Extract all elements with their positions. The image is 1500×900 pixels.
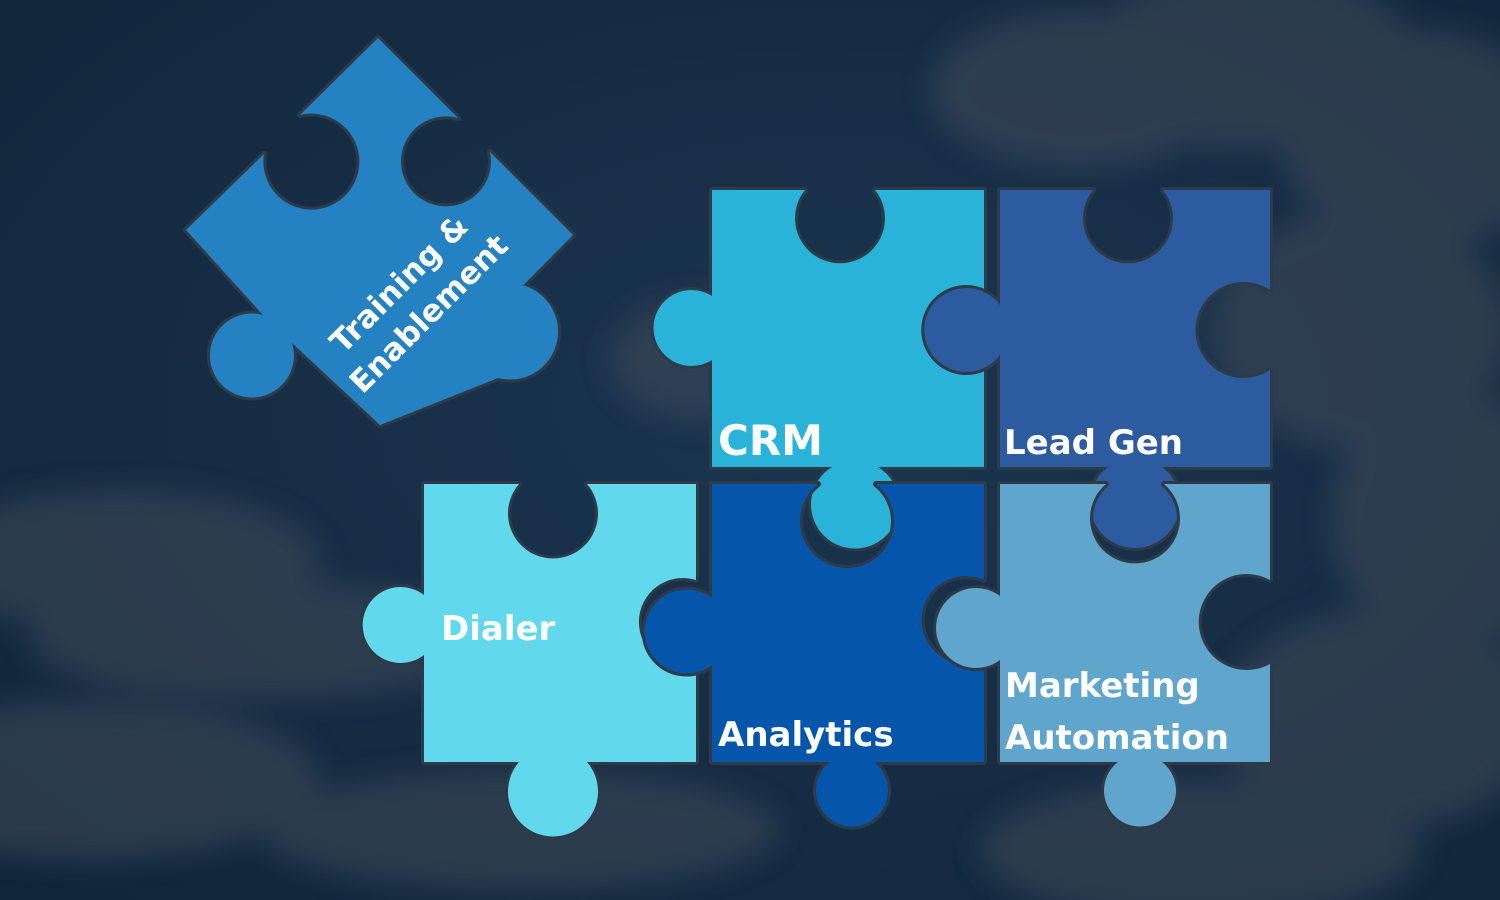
lead-gen-piece bbox=[921, 187, 1273, 551]
marketing-automation-piece bbox=[933, 481, 1273, 830]
crm-label: CRM bbox=[718, 416, 823, 465]
crm-piece bbox=[650, 187, 987, 552]
lead-gen-label: Lead Gen bbox=[1004, 423, 1183, 463]
dialer-piece bbox=[359, 481, 699, 840]
marketing-label-line2: Automation bbox=[1005, 718, 1229, 758]
dialer-label: Dialer bbox=[441, 609, 556, 649]
analytics-label: Analytics bbox=[718, 715, 894, 755]
training-enablement-piece bbox=[183, 35, 576, 428]
marketing-label-line1: Marketing bbox=[1005, 666, 1200, 706]
